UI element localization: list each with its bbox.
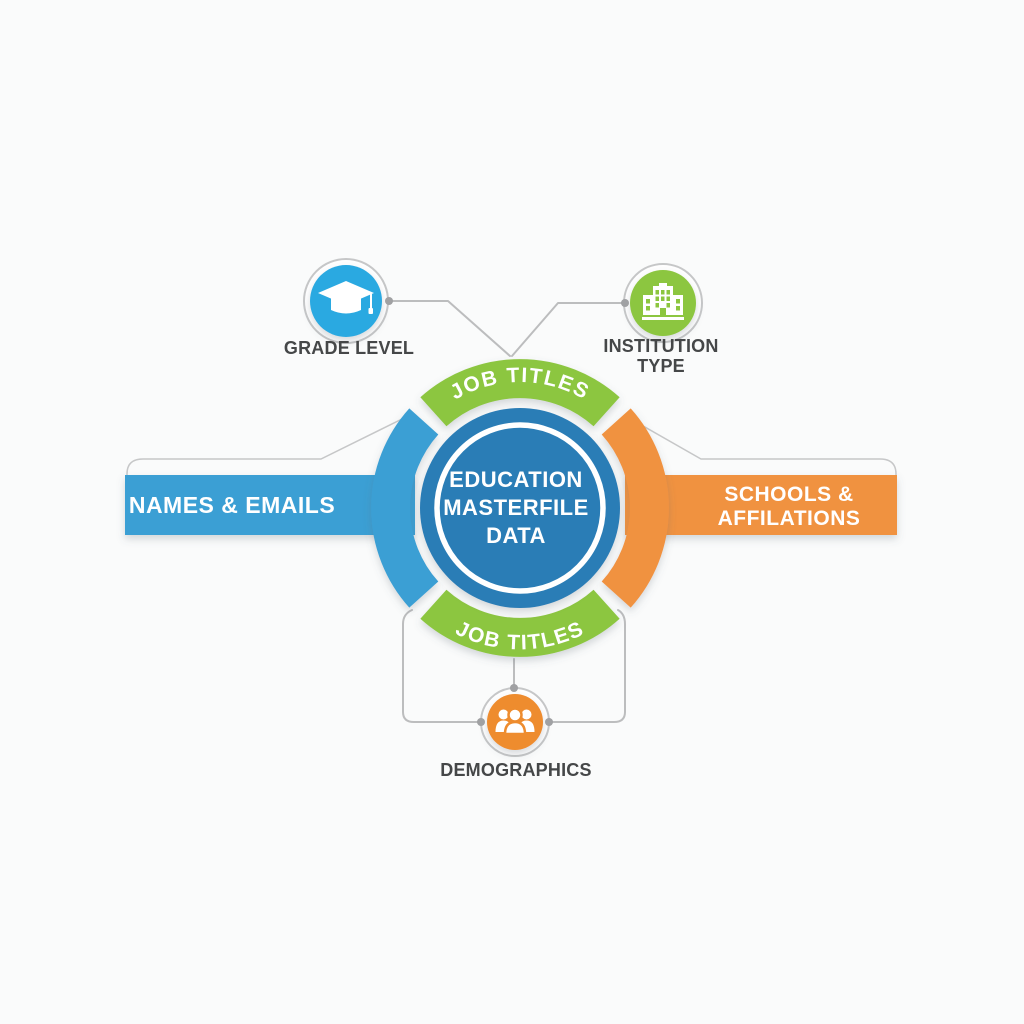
connector-grade-level	[389, 300, 511, 357]
institution-type-label-line1: INSTITUTION	[603, 336, 718, 356]
connector-demographics-left	[402, 609, 479, 723]
institution-type-label-line2: TYPE	[637, 356, 685, 376]
node-grade-level: GRADE LEVEL	[284, 258, 414, 358]
right-ribbon	[625, 475, 897, 535]
dot-demographics-top	[510, 684, 518, 692]
connector-dots	[385, 297, 629, 726]
people-group-icon	[495, 707, 535, 736]
segmented-ring	[371, 359, 669, 657]
node-institution-type: INSTITUTION TYPE	[603, 263, 718, 376]
dot-demographics-left	[477, 718, 485, 726]
connector-demographics-right	[551, 609, 626, 723]
left-callout-outline	[126, 417, 405, 477]
left-ribbon	[125, 475, 415, 535]
ring-segment-left	[371, 408, 439, 608]
dot-demographics-right	[545, 718, 553, 726]
center-title-line1: EDUCATION	[449, 467, 583, 492]
graduation-cap-icon	[318, 281, 374, 314]
right-ribbon-label-line1: SCHOOLS &	[724, 483, 853, 506]
ribbons	[125, 475, 897, 535]
dot-grade-level	[385, 297, 393, 305]
connector-institution-type	[511, 302, 627, 357]
ring-segment-top	[420, 359, 620, 427]
left-ribbon-label: NAMES & EMAILS	[129, 492, 335, 518]
right-callout-outline	[628, 417, 897, 477]
connector-lines	[389, 300, 627, 723]
center-title-line2: MASTERFILE	[443, 495, 589, 520]
right-ribbon-label-line2: AFFILATIONS	[718, 507, 861, 530]
center-disc-inner-ring	[434, 422, 606, 594]
node-demographics: DEMOGRAPHICS	[440, 687, 592, 780]
ring-segment-bottom	[420, 589, 620, 657]
dot-institution-type	[621, 299, 629, 307]
demographics-label: DEMOGRAPHICS	[440, 760, 591, 780]
center-title-line3: DATA	[486, 523, 546, 548]
ring-segment-right	[601, 408, 669, 608]
building-icon	[642, 283, 684, 320]
center-disc	[420, 408, 620, 608]
grade-level-label: GRADE LEVEL	[284, 338, 414, 358]
